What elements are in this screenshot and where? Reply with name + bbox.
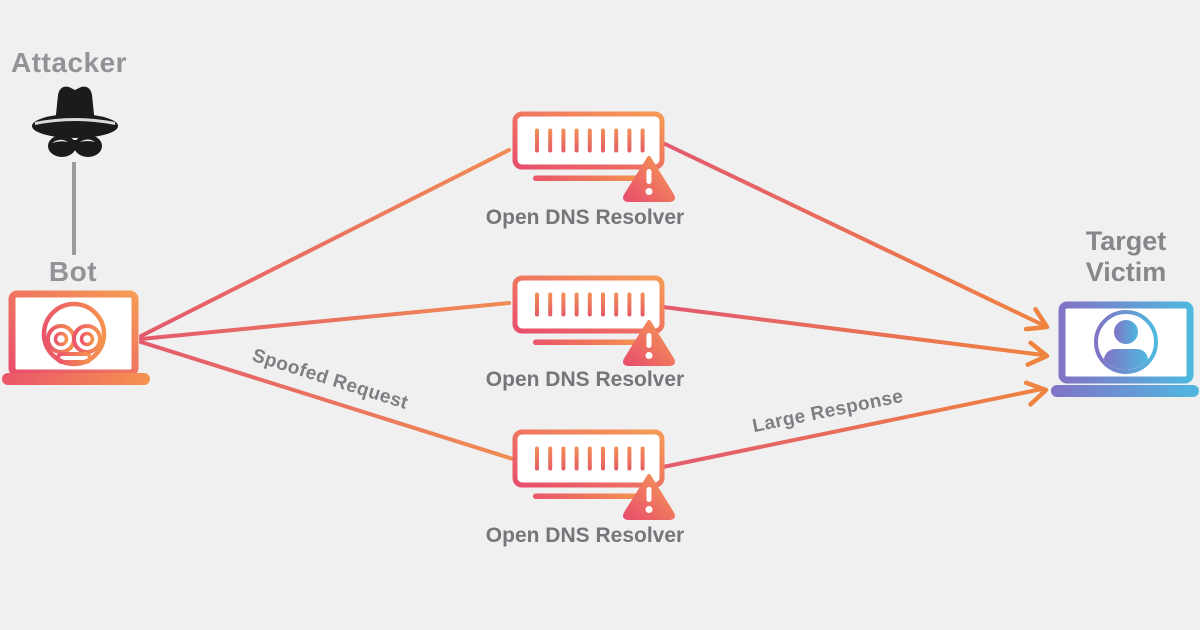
spoofed-request-line-3 (139, 340, 515, 461)
server-icon (512, 111, 675, 202)
server-leds (535, 292, 645, 317)
person-laptop-icon (1051, 301, 1199, 397)
robot-face-icon (41, 301, 107, 367)
server-icon (512, 275, 675, 366)
target-victim-label: Target Victim (1085, 226, 1167, 287)
attacker-label: Attacker (11, 47, 128, 78)
attacker-bot-connector (72, 162, 76, 255)
spy-hat-icon (32, 86, 118, 157)
warning-icon (623, 156, 675, 202)
large-response-line-2 (661, 305, 1045, 357)
resolver-label-2: Open DNS Resolver (485, 368, 685, 391)
bot-label: Bot (48, 256, 98, 287)
large-response-line-3 (661, 387, 1044, 469)
arrowhead-icon (1023, 307, 1050, 332)
spoofed-request-line-2 (139, 301, 511, 341)
server-leds (535, 128, 645, 153)
warning-icon (623, 320, 675, 366)
arrowhead-icon (1023, 380, 1049, 407)
arrowhead-icon (1025, 340, 1050, 367)
robot-laptop-icon (2, 290, 150, 385)
resolver-label-1: Open DNS Resolver (485, 206, 685, 229)
person-icon (1094, 310, 1158, 374)
spoofed-request-line-1 (139, 148, 511, 338)
warning-icon (623, 474, 675, 520)
server-leds (535, 446, 645, 471)
resolver-label-3: Open DNS Resolver (485, 524, 685, 547)
server-icon (512, 429, 675, 520)
large-response-line-1 (661, 141, 1045, 327)
